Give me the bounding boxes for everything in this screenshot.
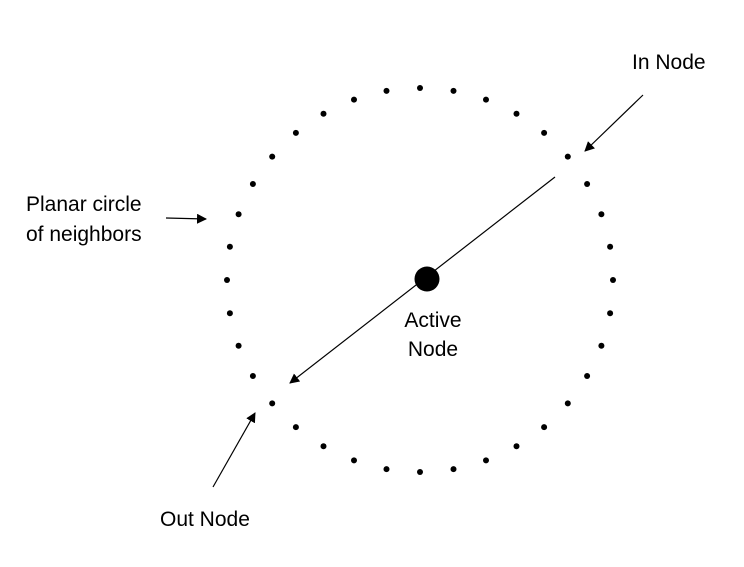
neighbor-node-dot <box>235 211 242 218</box>
planar-circle-label-line1: Planar circle <box>26 193 142 216</box>
neighbor-node-dot <box>564 153 571 160</box>
neighbor-node-dot <box>584 373 591 379</box>
neighbor-node-dot <box>320 443 327 450</box>
neighbor-node-dot <box>320 110 327 117</box>
neighbor-node-dot <box>269 153 276 160</box>
neighbor-node-dot <box>351 96 357 103</box>
neighbor-node-dot <box>541 129 548 136</box>
neighbor-node-dot <box>417 85 423 91</box>
neighbor-node-dot <box>541 424 548 431</box>
neighbor-node-dot <box>383 466 390 473</box>
neighbor-node-dot <box>584 181 591 187</box>
active-node-label-line2: Node <box>407 338 459 361</box>
neighbor-node-dot <box>483 96 489 103</box>
neighbor-node-dot <box>351 457 357 464</box>
neighbor-node-dot <box>292 424 299 431</box>
neighbor-node-dot <box>607 243 614 250</box>
neighbor-node-dot <box>235 342 242 349</box>
in-node-label: In Node <box>632 51 706 74</box>
neighbor-node-dot <box>383 87 390 94</box>
neighbor-node-dot <box>610 277 616 283</box>
neighbor-node-dot <box>226 243 233 250</box>
neighbor-node-dot <box>450 87 457 94</box>
neighbor-node-dot <box>450 466 457 473</box>
active-node <box>414 266 440 292</box>
active-to-out-arrow <box>289 176 556 384</box>
out-node-label: Out Node <box>160 508 250 531</box>
neighbor-node-dot <box>513 110 520 117</box>
neighbor-node-dot <box>607 310 614 317</box>
planar-circle-label-line2: of neighbors <box>26 223 142 246</box>
neighbor-node-dot <box>417 469 423 475</box>
neighbor-node-dot <box>598 211 605 218</box>
in-node-pointer-arrow <box>584 94 644 152</box>
neighbor-node-dot <box>224 277 230 283</box>
neighbor-node-dot <box>513 443 520 450</box>
neighbor-circle <box>224 85 616 475</box>
planar-circle-pointer-arrow <box>165 213 207 224</box>
active-node-label-line1: Active <box>404 309 462 332</box>
neighbor-node-dot <box>598 342 605 349</box>
neighbor-node-dot <box>269 400 276 407</box>
neighbor-node-dot <box>226 310 233 317</box>
neighbor-node-dot <box>249 373 256 379</box>
neighbor-node-dot <box>249 181 256 187</box>
out-node-pointer-arrow <box>212 412 256 488</box>
neighbor-node-dot <box>292 129 299 136</box>
neighbor-node-dot <box>483 457 489 464</box>
neighbor-node-dot <box>564 400 571 407</box>
